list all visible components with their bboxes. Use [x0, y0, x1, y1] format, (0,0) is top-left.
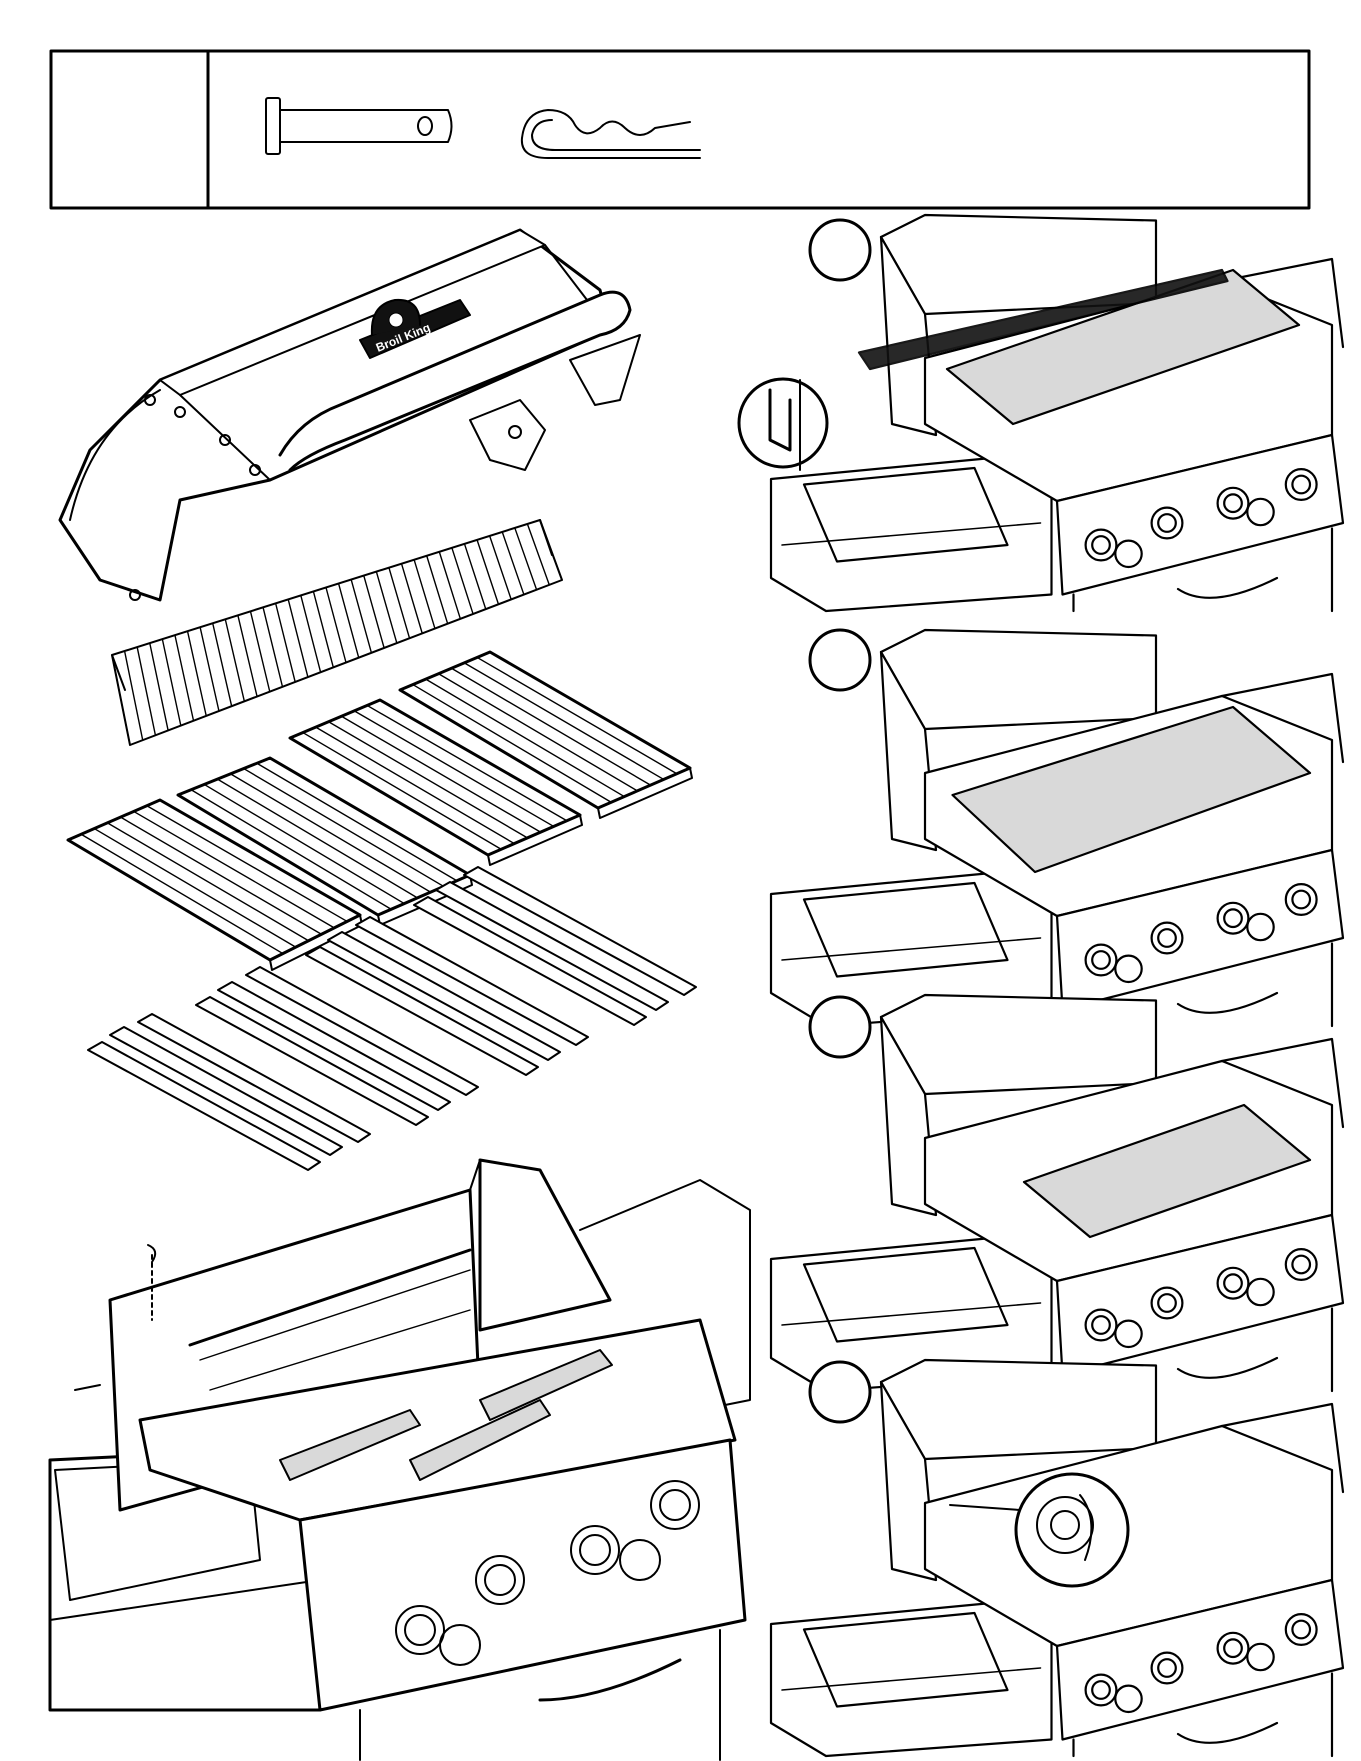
step-panel-3	[771, 995, 1343, 1391]
heat-tent	[436, 882, 668, 1010]
firebox	[50, 1160, 750, 1760]
heat-tent	[464, 867, 696, 995]
parts-box	[51, 51, 1309, 208]
step-1-number-badge	[810, 220, 870, 280]
clevis-pin-icon	[266, 98, 452, 154]
heat-tent	[88, 1042, 320, 1170]
heat-tent	[110, 1027, 342, 1155]
hairpin-cotter-icon	[522, 110, 700, 158]
step-panel-2	[771, 630, 1343, 1026]
step-1-callout	[739, 379, 827, 470]
hood: Broil King	[60, 230, 640, 600]
step-4-number-badge	[810, 1362, 870, 1422]
step-3-number-badge	[810, 997, 870, 1057]
step-2-number-badge	[810, 630, 870, 690]
flav-r-wave-heat-tents	[88, 867, 696, 1170]
